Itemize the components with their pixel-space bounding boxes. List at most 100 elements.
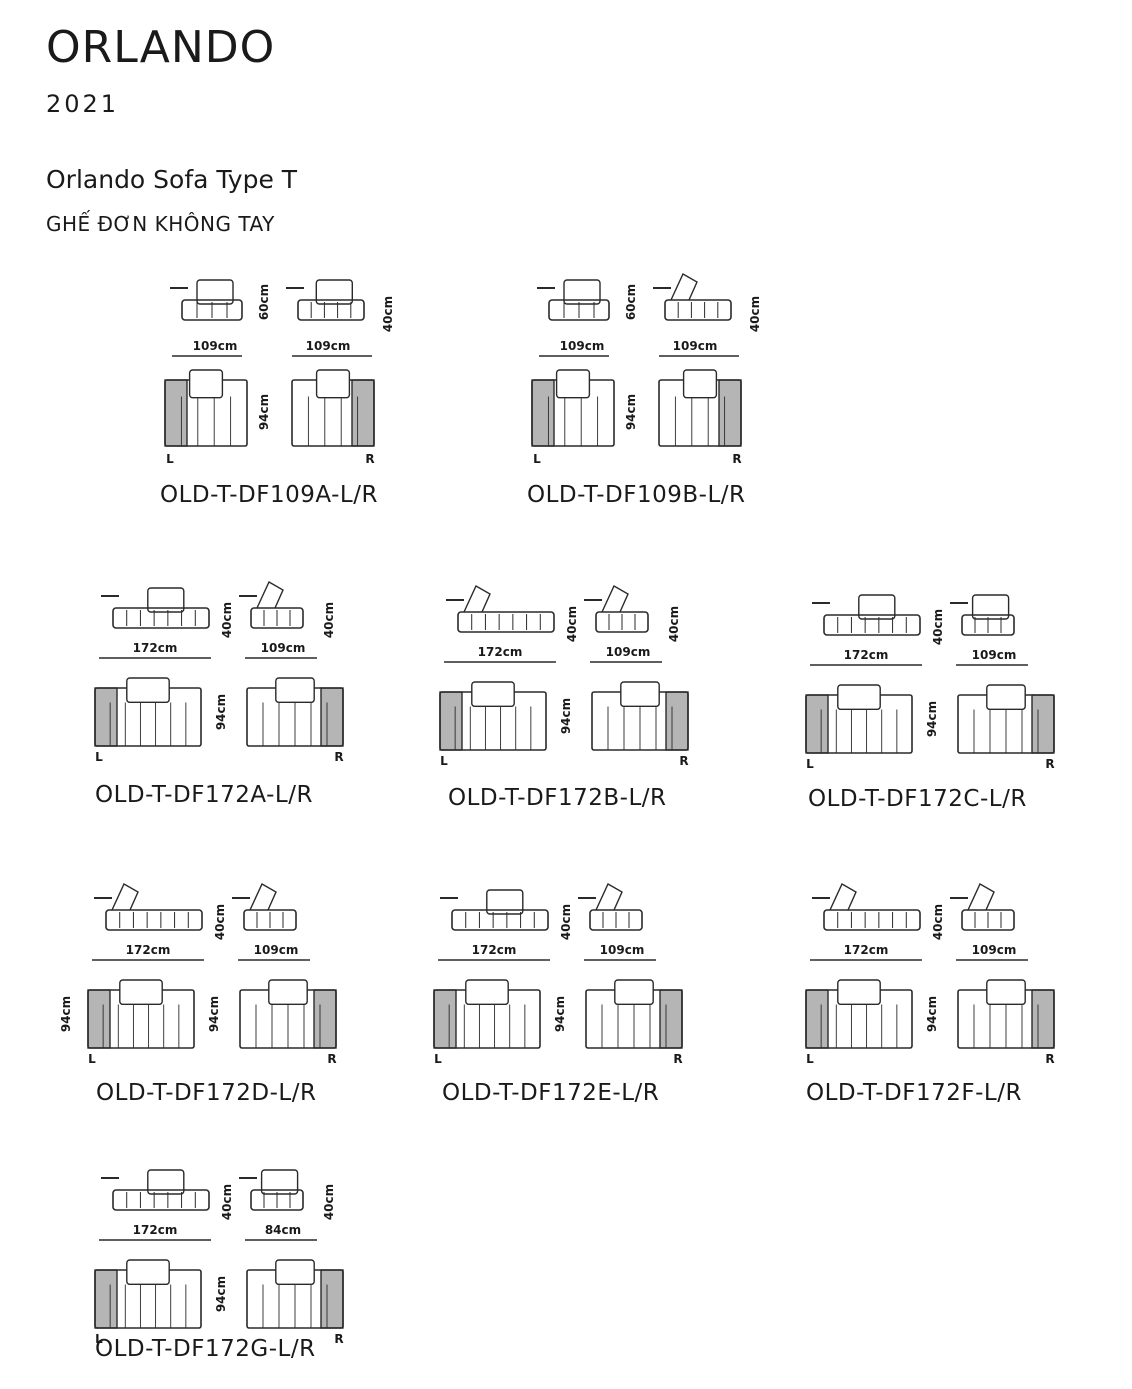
- cushion-top: [471, 681, 515, 708]
- left-marker: L: [440, 754, 448, 768]
- depth-label: 94cm: [553, 996, 567, 1032]
- cushion-shape: [249, 883, 277, 911]
- cushion-top: [315, 369, 351, 399]
- height-label: 40cm: [667, 606, 681, 642]
- depth-label: 94cm: [925, 701, 939, 737]
- height-label: 40cm: [322, 1184, 336, 1220]
- sofa-side-seat: [589, 909, 643, 931]
- cushion-shape: [196, 279, 234, 305]
- cushion-shape: [595, 883, 623, 911]
- cushion-shape: [147, 587, 185, 613]
- product-code: OLD-T-DF172C-L/R: [808, 786, 1027, 812]
- shaded-armrest: [439, 691, 463, 751]
- depth-label: 94cm: [207, 996, 221, 1032]
- shaded-armrest: [1031, 989, 1055, 1049]
- left-marker: L: [95, 750, 103, 764]
- product-subtitle-vn: GHẾ ĐƠN KHÔNG TAY: [46, 212, 275, 236]
- shaded-armrest: [659, 989, 683, 1049]
- cushion-top: [614, 979, 654, 1006]
- cushion-top: [682, 369, 718, 399]
- cushion-shape: [486, 889, 524, 915]
- sofa-side-seat: [664, 299, 732, 321]
- height-label: 60cm: [624, 284, 638, 320]
- right-marker: R: [365, 452, 374, 466]
- width-label: 109cm: [261, 641, 306, 655]
- sofa-side-seat: [823, 614, 921, 636]
- width-label: 109cm: [254, 943, 299, 957]
- sofa-side-seat: [250, 1189, 304, 1211]
- shaded-armrest: [313, 989, 337, 1049]
- product-subtitle: Orlando Sofa Type T: [46, 165, 298, 194]
- width-label: 109cm: [972, 943, 1017, 957]
- cushion-shape: [829, 883, 857, 911]
- shaded-armrest: [531, 379, 555, 447]
- width-label: 109cm: [600, 943, 645, 957]
- height-label: 40cm: [213, 904, 227, 940]
- shaded-armrest: [87, 989, 111, 1049]
- shaded-armrest: [94, 687, 118, 747]
- left-marker: L: [166, 452, 174, 466]
- width-label: 109cm: [193, 339, 238, 353]
- shaded-armrest: [805, 694, 829, 754]
- cushion-top: [986, 979, 1026, 1006]
- product-code: OLD-T-DF172D-L/R: [96, 1080, 317, 1106]
- cushion-top: [275, 677, 315, 704]
- right-marker: R: [679, 754, 688, 768]
- cushion-shape: [256, 581, 284, 609]
- depth-label: 94cm: [214, 694, 228, 730]
- cushion-top: [268, 979, 308, 1006]
- height-label: 40cm: [931, 904, 945, 940]
- cushion-top: [555, 369, 591, 399]
- width-label: 172cm: [133, 1223, 178, 1237]
- sofa-side-seat: [105, 909, 203, 931]
- cushion-shape: [315, 279, 354, 305]
- sofa-side-seat: [457, 611, 555, 633]
- height-label: 60cm: [257, 284, 271, 320]
- sofa-side-seat: [112, 1189, 210, 1211]
- cushion-shape: [563, 279, 601, 305]
- page-title: ORLANDO: [46, 22, 276, 73]
- sofa-side-seat: [181, 299, 243, 321]
- width-label: 172cm: [126, 943, 171, 957]
- cushion-top: [119, 979, 163, 1006]
- height-label: 40cm: [559, 904, 573, 940]
- width-label: 109cm: [560, 339, 605, 353]
- height-label: 40cm: [220, 602, 234, 638]
- sofa-side-seat: [250, 607, 304, 629]
- cushion-top: [620, 681, 660, 708]
- left-marker: L: [88, 1052, 96, 1066]
- cushion-top: [986, 684, 1026, 711]
- shaded-armrest: [1031, 694, 1055, 754]
- depth-label: 94cm: [925, 996, 939, 1032]
- width-label: 172cm: [844, 648, 889, 662]
- product-code: OLD-T-DF109A-L/R: [160, 482, 378, 508]
- height-label: 40cm: [565, 606, 579, 642]
- shaded-armrest: [320, 1269, 344, 1329]
- right-marker: R: [732, 452, 741, 466]
- product-code: OLD-T-DF172G-L/R: [95, 1336, 316, 1362]
- cushion-shape: [601, 585, 629, 613]
- left-marker: L: [806, 757, 814, 771]
- right-marker: R: [334, 1332, 343, 1346]
- height-label: 40cm: [381, 296, 395, 332]
- width-label: 109cm: [606, 645, 651, 659]
- width-label: 109cm: [972, 648, 1017, 662]
- shaded-armrest: [351, 379, 375, 447]
- width-label: 109cm: [673, 339, 718, 353]
- product-code: OLD-T-DF172E-L/R: [442, 1080, 660, 1106]
- product-code: OLD-T-DF172A-L/R: [95, 782, 313, 808]
- width-label: 172cm: [478, 645, 523, 659]
- left-marker: L: [95, 1332, 103, 1346]
- cushion-top: [188, 369, 224, 399]
- shaded-armrest: [718, 379, 742, 447]
